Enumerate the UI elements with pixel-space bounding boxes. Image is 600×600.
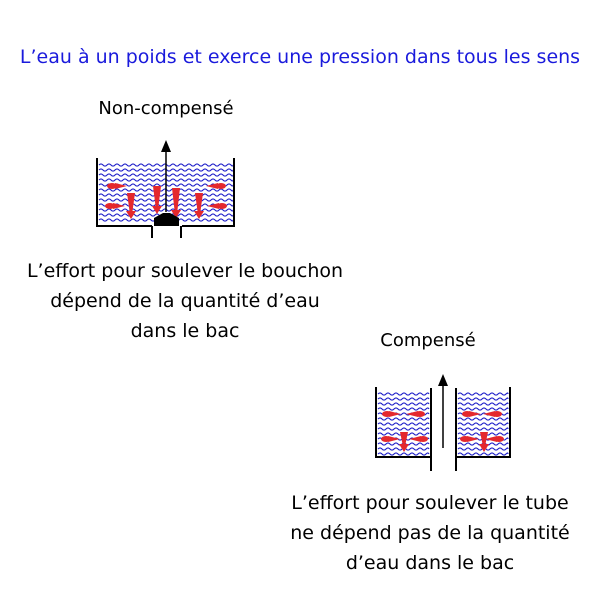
water-wave-line — [377, 422, 430, 426]
lift-arrow-head — [161, 140, 171, 152]
tank-outline-left — [375, 387, 432, 458]
water-wave-line — [457, 402, 509, 406]
pressure-point — [216, 183, 226, 189]
caption-line: L’effort pour soulever le tube — [291, 492, 569, 514]
pressure-arrow-side — [483, 411, 495, 417]
water-wave-line — [98, 163, 233, 167]
tank-outline-right — [455, 387, 511, 458]
pressure-arrow-side — [467, 436, 479, 442]
caption-line: ne dépend pas de la quantité — [290, 522, 570, 544]
compensated-tank-diagram — [375, 374, 511, 471]
compensated-label: Compensé — [380, 330, 476, 351]
water-wave-line — [98, 178, 233, 182]
lift-arrow-head — [438, 374, 448, 386]
water-wave-line — [457, 407, 509, 411]
water-wave-line — [377, 392, 430, 396]
water-wave-line — [457, 452, 509, 456]
water-wave-line — [377, 427, 430, 431]
water-wave-line — [98, 208, 233, 212]
non-compensated-label: Non-compensé — [98, 98, 234, 119]
pressure-arrow-side — [207, 203, 219, 209]
water-wave-line — [377, 402, 430, 406]
page-title: L’eau à un poids et exerce une pression … — [19, 46, 581, 68]
water-wave-line — [457, 392, 509, 396]
pressure-arrow-down — [152, 186, 162, 214]
pressure-arrows — [105, 183, 227, 219]
drain-hole — [152, 224, 182, 229]
pressure-point — [107, 183, 117, 189]
pressure-arrow-down — [171, 188, 181, 218]
water-wave-line — [98, 198, 233, 202]
water-wave-line — [98, 168, 233, 172]
pressure-arrow-side — [409, 436, 421, 442]
water-wave-line — [98, 173, 233, 177]
water-wave-line — [377, 397, 430, 401]
pressure-point — [217, 203, 227, 209]
water-wave-line — [457, 397, 509, 401]
non-compensated-caption: L’effort pour soulever le bouchon dépend… — [10, 256, 360, 346]
water-wave-line — [377, 407, 430, 411]
water-wave-line — [377, 417, 430, 421]
water-wave-line — [98, 188, 233, 192]
water-wave-line — [377, 452, 430, 456]
water-waves — [98, 163, 233, 222]
pressure-arrow-down — [479, 432, 489, 452]
pressure-arrow-side — [115, 183, 127, 189]
pressure-arrow-side — [389, 411, 401, 417]
pressure-arrow-down — [194, 193, 204, 219]
pressure-arrow-down — [126, 193, 136, 219]
pressure-arrow-side — [485, 436, 497, 442]
pressure-point — [105, 203, 115, 209]
pressure-arrow-side — [406, 411, 418, 417]
pressure-arrow-side — [206, 183, 218, 189]
water-wave-line — [457, 422, 509, 426]
water-wave-line — [457, 427, 509, 431]
pressure-arrow-down — [399, 432, 409, 452]
pressure-arrow-side — [113, 203, 125, 209]
plug — [154, 213, 179, 226]
non-compensated-tank-diagram — [96, 140, 235, 238]
pressure-arrow-side — [469, 411, 481, 417]
caption-line: dépend de la quantité d’eau — [50, 290, 320, 312]
caption-line: dans le bac — [130, 320, 240, 342]
compensated-caption: L’effort pour soulever le tube ne dépend… — [270, 488, 590, 578]
water-wave-line — [457, 417, 509, 421]
water-wave-line — [98, 193, 233, 197]
caption-line: L’effort pour soulever le bouchon — [26, 260, 344, 282]
pressure-arrows — [381, 411, 504, 452]
pressure-arrow-side — [388, 436, 400, 442]
caption-line: d’eau dans le bac — [345, 552, 515, 574]
